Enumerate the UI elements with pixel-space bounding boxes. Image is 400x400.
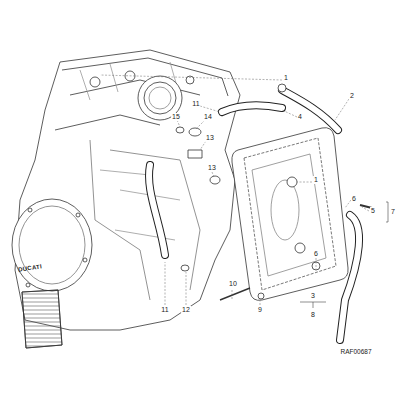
callout-number: 8 [310, 311, 316, 319]
callout-number: 1 [313, 176, 319, 184]
callout-number: 9 [257, 306, 263, 314]
callout-number: 7 [390, 208, 396, 216]
callout-number: 2 [349, 92, 355, 100]
callout-number: 14 [203, 113, 213, 121]
drawing-code: RAF00687 [339, 348, 372, 356]
callout-number: 12 [181, 306, 191, 314]
callout-number: 11 [191, 100, 200, 108]
callout-number: 13 [205, 134, 215, 142]
callout-number: 4 [297, 113, 303, 121]
callout-number: 3 [310, 292, 316, 300]
callout-number: 13 [207, 164, 217, 172]
callout-number: 11 [160, 306, 169, 314]
callout-number: 6 [351, 195, 357, 203]
callout-number: 6 [313, 250, 319, 258]
callout-number: 5 [370, 207, 376, 215]
callout-number: 10 [228, 280, 238, 288]
callout-number: 1 [283, 74, 289, 82]
callout-number: 15 [171, 113, 181, 121]
